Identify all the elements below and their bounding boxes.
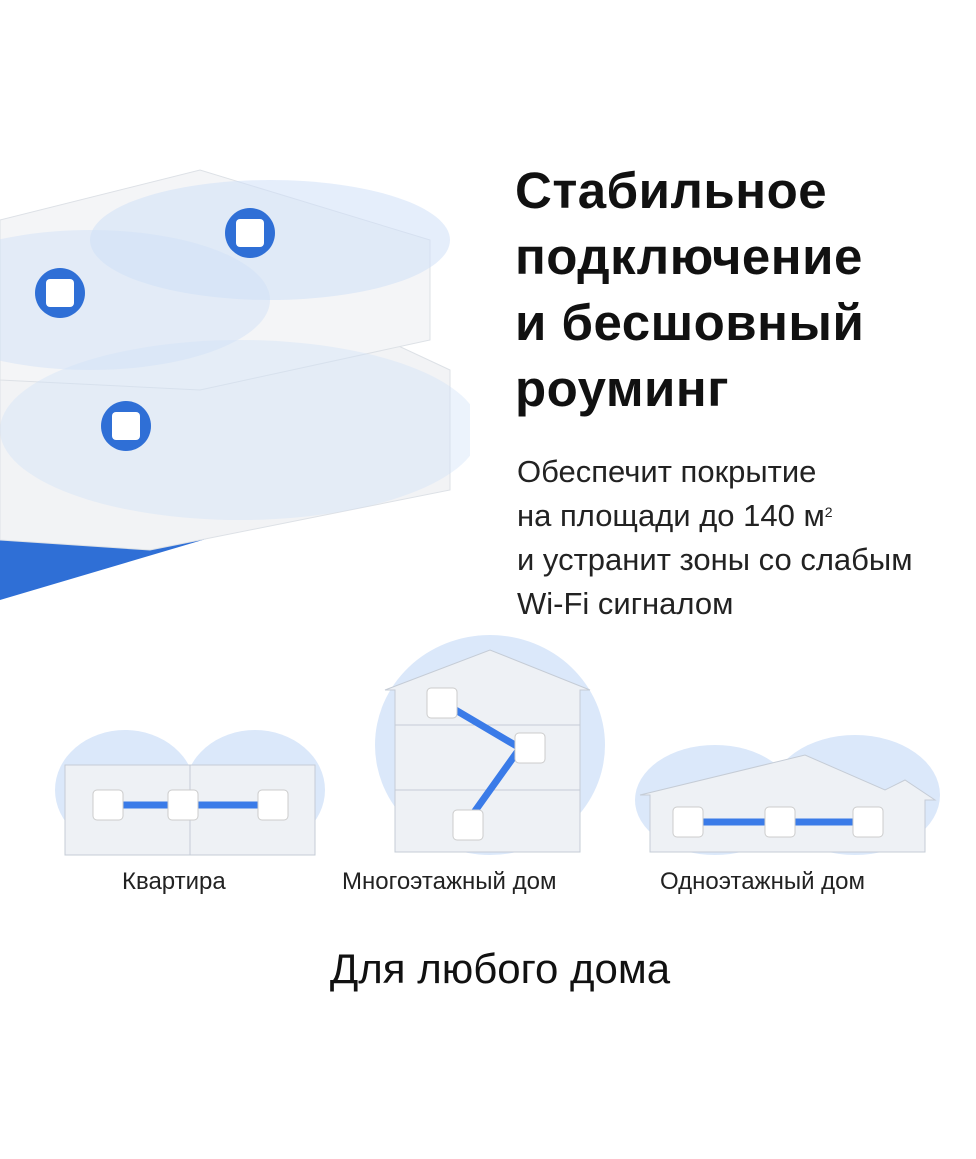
scenario-label-single-storey: Одноэтажный дом bbox=[660, 868, 866, 895]
scenario-label-apartment: Квартира bbox=[122, 868, 226, 895]
multistorey-house-illustration bbox=[375, 635, 605, 855]
headline: Стабильное подключение и бесшовный роуми… bbox=[515, 158, 864, 422]
superscript: 2 bbox=[824, 504, 833, 520]
description-line: Wi-Fi сигналом bbox=[517, 586, 734, 621]
headline-line: подключение bbox=[515, 228, 863, 285]
headline-line: и бесшовный bbox=[515, 294, 865, 351]
router-node-icon bbox=[225, 208, 275, 258]
scenario-label-multistorey: Многоэтажный дом bbox=[342, 868, 557, 895]
headline-line: Стабильное bbox=[515, 162, 828, 219]
mesh-floorplan-illustration bbox=[0, 169, 470, 600]
description-line: на площади до 140 м2 bbox=[517, 494, 913, 538]
single-storey-house-illustration bbox=[635, 735, 940, 855]
area-text: на площади до 140 м bbox=[517, 498, 825, 533]
description-line: Обеспечит покрытие bbox=[517, 454, 817, 489]
headline-line: роуминг bbox=[515, 360, 729, 417]
description-line: и устранит зоны со слабым bbox=[517, 542, 913, 577]
caption: Для любого дома bbox=[329, 945, 671, 992]
router-node-icon bbox=[35, 268, 85, 318]
apartment-illustration bbox=[55, 730, 325, 856]
description: Обеспечит покрытие на площади до 140 м2 … bbox=[517, 450, 913, 626]
router-node-icon bbox=[101, 401, 151, 451]
